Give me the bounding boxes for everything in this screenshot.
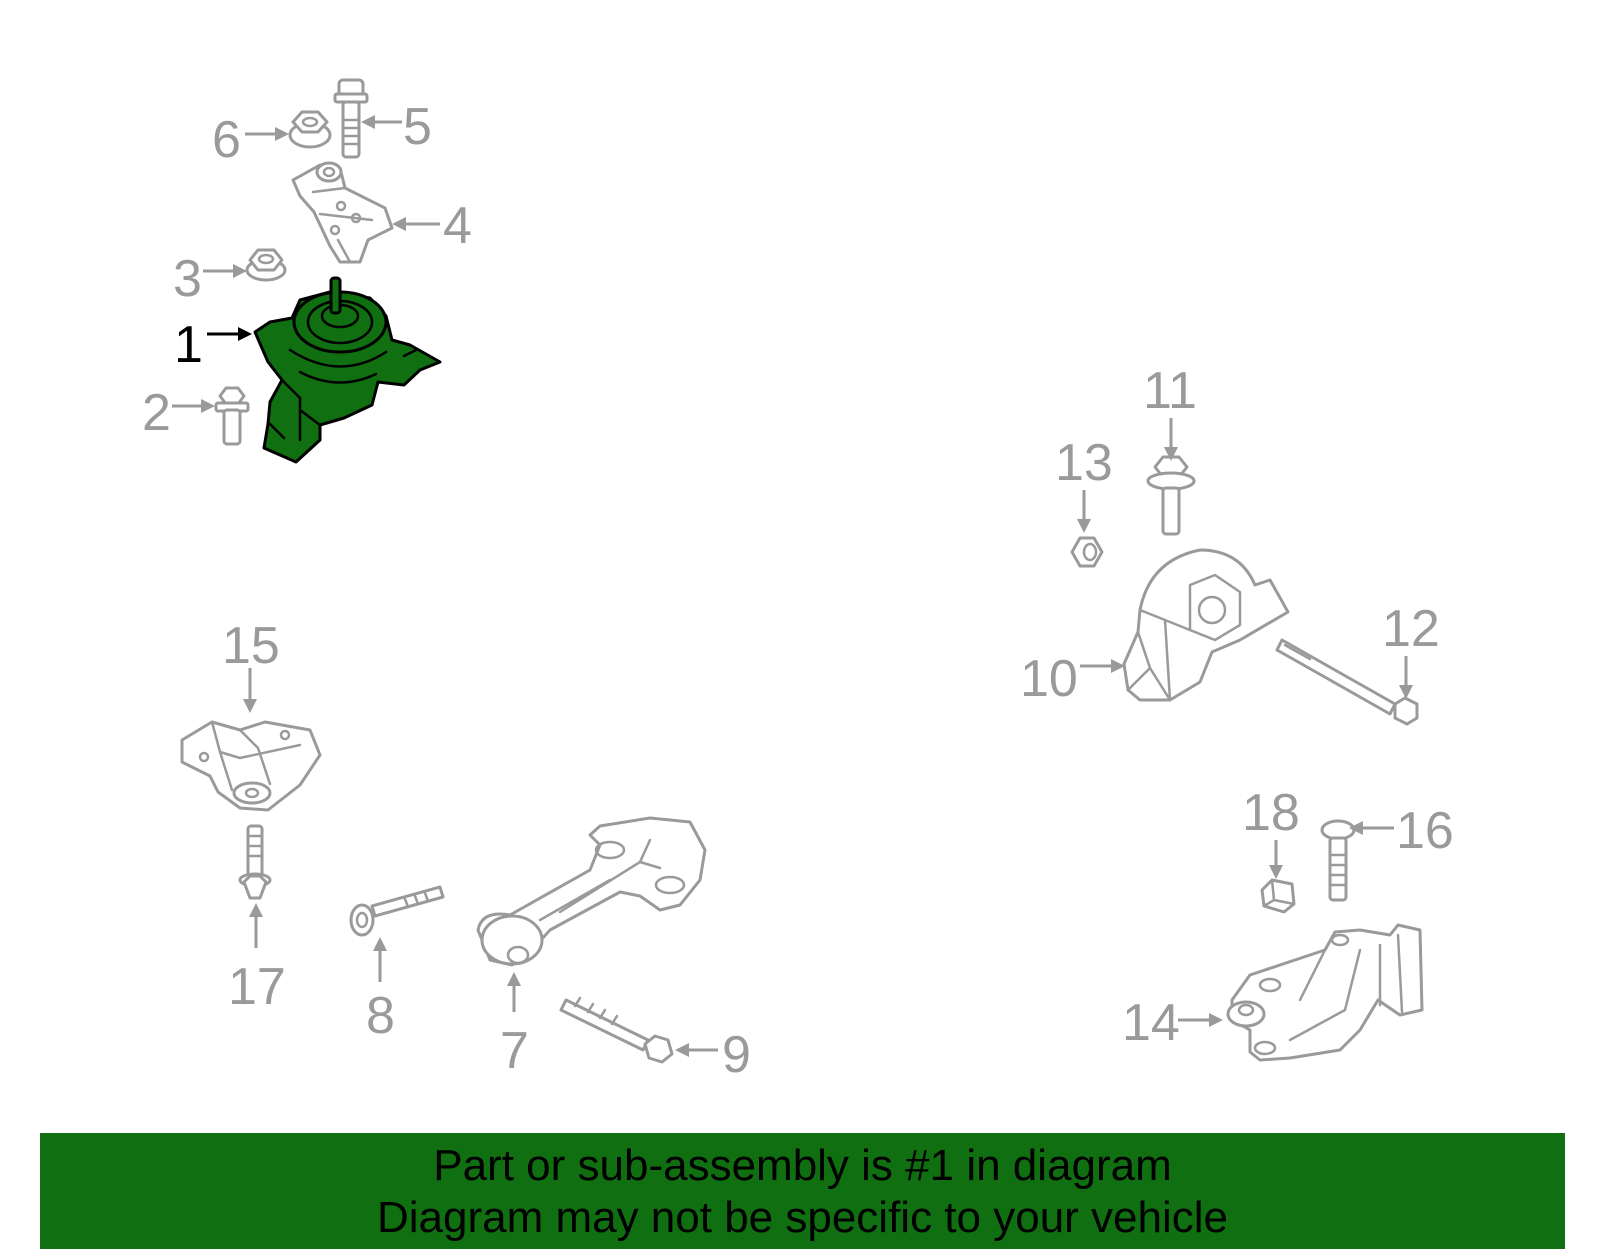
callout-14: 14 [1122, 994, 1223, 1052]
banner-line-2: Diagram may not be specific to your vehi… [376, 1193, 1229, 1242]
callout-13-label: 13 [1055, 434, 1113, 492]
callout-16: 16 [1349, 802, 1454, 860]
callout-2-label: 2 [142, 384, 171, 442]
callout-17-label: 17 [228, 958, 286, 1016]
callout-1: 1 [174, 316, 252, 374]
callout-14-label: 14 [1122, 994, 1180, 1052]
part-5-bolt[interactable] [333, 78, 369, 159]
callout-2: 2 [142, 384, 215, 442]
callout-3-label: 3 [173, 250, 202, 308]
part-4-bracket[interactable] [291, 161, 394, 264]
callout-6-label: 6 [212, 111, 241, 169]
callout-9: 9 [675, 1026, 751, 1084]
part-13-nut[interactable] [1070, 536, 1104, 568]
callout-3: 3 [173, 250, 247, 308]
callout-10: 10 [1020, 650, 1125, 708]
part-12-long-bolt[interactable] [1275, 638, 1419, 726]
part-7-torque-rod[interactable] [476, 816, 707, 967]
part-17-bolt[interactable] [238, 824, 272, 900]
callout-9-label: 9 [722, 1026, 751, 1084]
part-9-bolt[interactable] [559, 996, 674, 1064]
callout-13: 13 [1055, 434, 1113, 533]
callout-4: 4 [392, 197, 472, 255]
callout-5-label: 5 [403, 98, 432, 156]
info-banner: Part or sub-assembly is #1 in diagram Di… [40, 1133, 1565, 1249]
part-6-nut[interactable] [288, 110, 332, 149]
callout-11: 11 [1143, 362, 1197, 461]
callout-12-label: 12 [1382, 600, 1440, 658]
callout-4-label: 4 [443, 197, 472, 255]
callout-15-label: 15 [222, 617, 280, 675]
callout-8: 8 [366, 937, 395, 1045]
part-3-nut[interactable] [245, 248, 287, 282]
part-2-bolt[interactable] [214, 386, 250, 446]
part-10-mount[interactable] [1122, 548, 1290, 702]
callout-18: 18 [1242, 784, 1300, 879]
callout-18-label: 18 [1242, 784, 1300, 842]
part-18-nut[interactable] [1260, 878, 1296, 914]
callout-8-label: 8 [366, 987, 395, 1045]
part-11-bolt[interactable] [1146, 455, 1196, 536]
part-14-bracket[interactable] [1226, 923, 1424, 1062]
callout-7-label: 7 [500, 1022, 529, 1080]
callout-15: 15 [222, 617, 280, 713]
callout-16-label: 16 [1396, 802, 1454, 860]
callout-11-label: 11 [1143, 362, 1197, 420]
callout-10-label: 10 [1020, 650, 1078, 708]
part-8-bolt[interactable] [349, 885, 445, 937]
callout-5: 5 [361, 98, 432, 156]
callout-1-label: 1 [174, 316, 203, 374]
callout-17: 17 [228, 903, 286, 1016]
callout-12: 12 [1382, 600, 1440, 699]
part-16-bolt[interactable] [1320, 819, 1356, 902]
callout-7: 7 [500, 972, 529, 1080]
part-1-engine-mount[interactable] [253, 276, 442, 464]
callout-6: 6 [212, 111, 289, 169]
part-15-bracket[interactable] [180, 720, 322, 812]
banner-line-1: Part or sub-assembly is #1 in diagram [433, 1141, 1172, 1190]
